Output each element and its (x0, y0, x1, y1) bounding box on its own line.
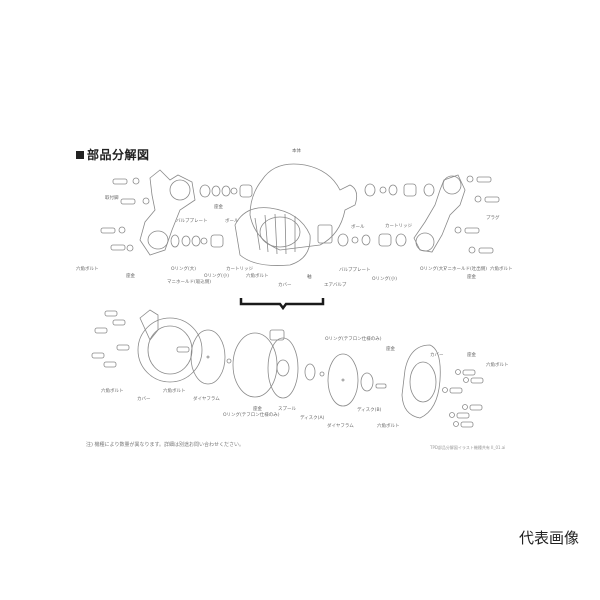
bolt-icon-group-left (100, 177, 150, 252)
label-cover-center: カバー (278, 283, 292, 288)
label-washer-lower: 座金 (253, 407, 262, 412)
label-cover-lower-right: カバー (430, 353, 444, 358)
representative-image-caption: 代表画像 (519, 529, 580, 547)
label-manifold-left: マニホールド(吸込側) (167, 280, 212, 285)
diagram-title: 部品分解図 (76, 146, 150, 163)
label-manifold-right: マニホールド(吐出側) (443, 267, 488, 272)
label-bolt-center: 六角ボルト (246, 274, 269, 279)
label-body-top: 本体 (292, 149, 301, 154)
label-air-valve: エアバルブ (324, 283, 347, 288)
label-bolt-far-right: 六角ボルト (486, 363, 509, 368)
label-o-ring-right-small: Oリング(小) (372, 277, 398, 282)
bolt-icon-group-lower-left (91, 310, 190, 368)
label-fitting-left: 取付脚 (105, 196, 119, 201)
label-washer-left: 座金 (126, 274, 135, 279)
label-bolt-right: 六角ボルト (490, 267, 513, 272)
label-bolt-lower-mid: 六角ボルト (163, 389, 186, 394)
label-diaphragm-left: ダイヤフラム (193, 397, 220, 402)
label-cartridge-left: カートリッジ (226, 267, 253, 272)
quantity-note: 注) 機種により数量が異なります。詳細は別途お問い合わせください。 (86, 442, 244, 448)
label-seat-top: 座金 (214, 205, 223, 210)
label-ball-left: ボール (225, 219, 239, 224)
label-cover-lower-left: カバー (137, 397, 151, 402)
label-o-ring-b-left: Oリング(小) (204, 274, 230, 279)
label-disk-right: ディスク(B) (357, 408, 382, 413)
label-cartridge-right: カートリッジ (385, 224, 412, 229)
label-o-ring-teflon-left: Oリング(テフロン仕様のみ) (223, 413, 280, 418)
label-valve-plate-right: バルブプレート (339, 268, 371, 273)
label-shaft: 軸 (307, 275, 312, 280)
label-washer-far-right: 座金 (467, 353, 476, 358)
label-bolt-lower-right: 六角ボルト (377, 424, 400, 429)
assembly-brace (239, 298, 325, 311)
label-washer-right: 座金 (467, 275, 476, 280)
label-disk-left: ディスク(A) (300, 416, 325, 421)
diagram-title-text: 部品分解図 (87, 148, 150, 162)
illustration-credit: TPD部品分解図イラスト機種共有 II_01.ai (430, 445, 506, 450)
label-o-ring-right-large: Oリング(大) (420, 267, 446, 272)
bolt-icon-group-lower-right (442, 369, 484, 428)
label-o-ring-a-left: Oリング(大) (171, 267, 197, 272)
label-washer-lower-right: 座金 (386, 347, 395, 352)
label-plug: プラグ (486, 216, 500, 221)
label-spool: スプール (278, 407, 296, 412)
label-diaphragm-right: ダイヤフラム (327, 424, 354, 429)
label-o-ring-teflon-right: Oリング(テフロン仕様のみ) (325, 337, 382, 342)
bolt-icon-group-right (454, 175, 500, 254)
label-ball-right: ボール (351, 225, 365, 230)
label-bolt-top-left: 六角ボルト (76, 267, 99, 272)
label-valve-plate-left: バルブプレート (176, 219, 208, 224)
label-bolt-lower-left: 六角ボルト (101, 389, 124, 394)
square-bullet-icon (76, 151, 84, 159)
